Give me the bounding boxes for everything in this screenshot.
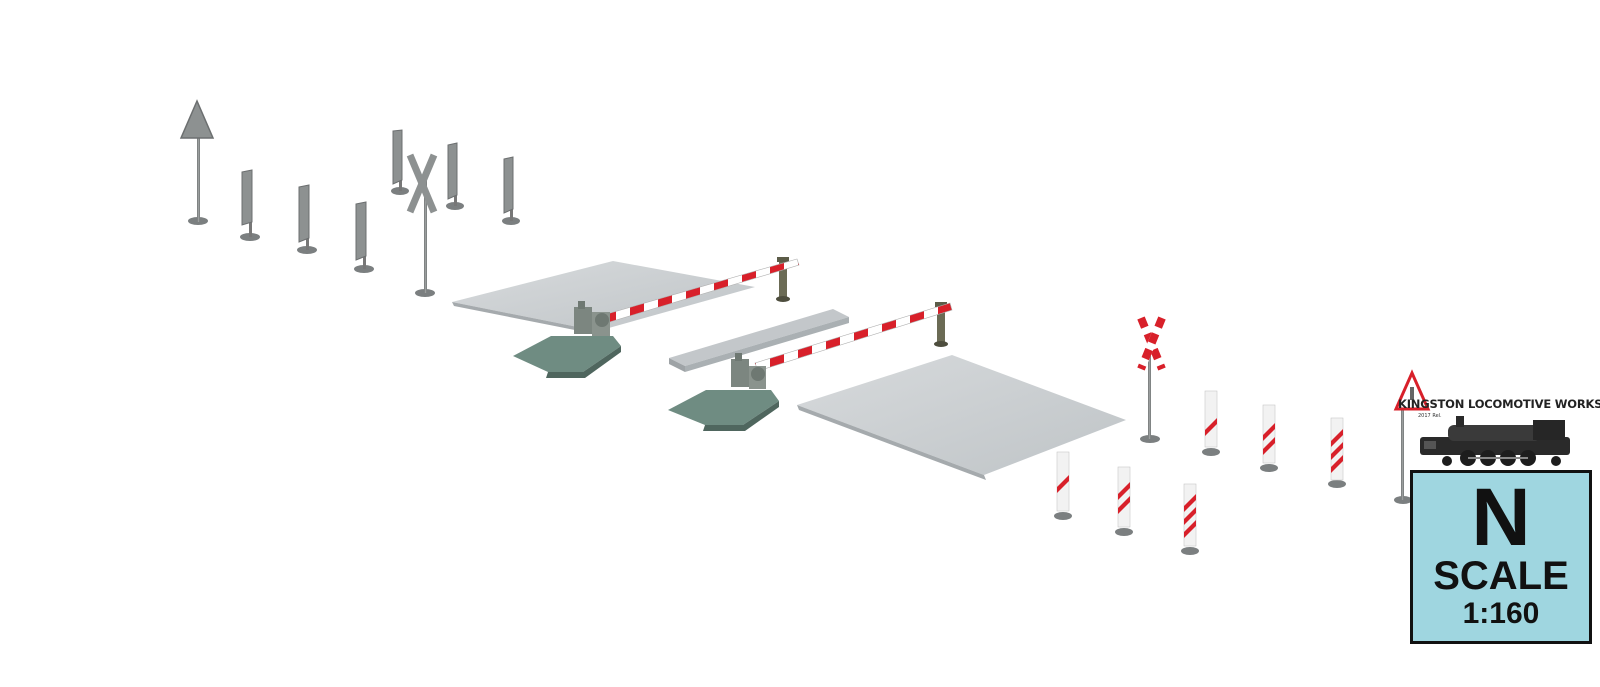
triangle-warning-sign — [179, 99, 215, 225]
brand-name: KINGSTON LOCOMOTIVE WORKS — [1398, 397, 1600, 411]
scale-letter: N — [1471, 472, 1531, 563]
gray-marker-post — [354, 201, 374, 273]
striped-countdown-marker — [1115, 466, 1133, 536]
striped-countdown-marker — [1328, 417, 1346, 488]
red-triangle-warning-sign — [1393, 369, 1431, 504]
scale-word: SCALE — [1433, 554, 1569, 598]
scale-ratio: 1:160 — [1462, 597, 1540, 630]
striped-countdown-marker — [1202, 390, 1220, 456]
gray-marker-post — [297, 184, 317, 254]
striped-countdown-marker — [1181, 483, 1199, 555]
gray-marker-post — [240, 169, 260, 241]
gray-marker-post — [446, 142, 464, 210]
barrier-arm-rest-right — [934, 302, 948, 347]
barrier-arm-rest-left — [776, 257, 790, 302]
gray-marker-post — [502, 156, 520, 225]
road-crossing-pad-right — [797, 355, 1126, 480]
scale-badge-background — [1410, 470, 1592, 644]
barrier-base-left — [513, 301, 621, 378]
brand-subtitle: 2017 Rel. — [1418, 413, 1442, 419]
barrier-base-right — [668, 353, 779, 431]
gray-crossbuck-sign — [406, 153, 438, 297]
striped-countdown-marker — [1054, 451, 1072, 520]
striped-countdown-marker — [1260, 404, 1278, 472]
red-white-crossbuck-sign — [1137, 316, 1166, 443]
locomotive-logo-icon — [1420, 416, 1570, 466]
center-platform-strip — [669, 309, 849, 372]
gray-marker-post — [391, 129, 409, 195]
scale-badge: N SCALE 1:160 — [1410, 470, 1592, 644]
road-crossing-pad-left — [452, 261, 755, 335]
